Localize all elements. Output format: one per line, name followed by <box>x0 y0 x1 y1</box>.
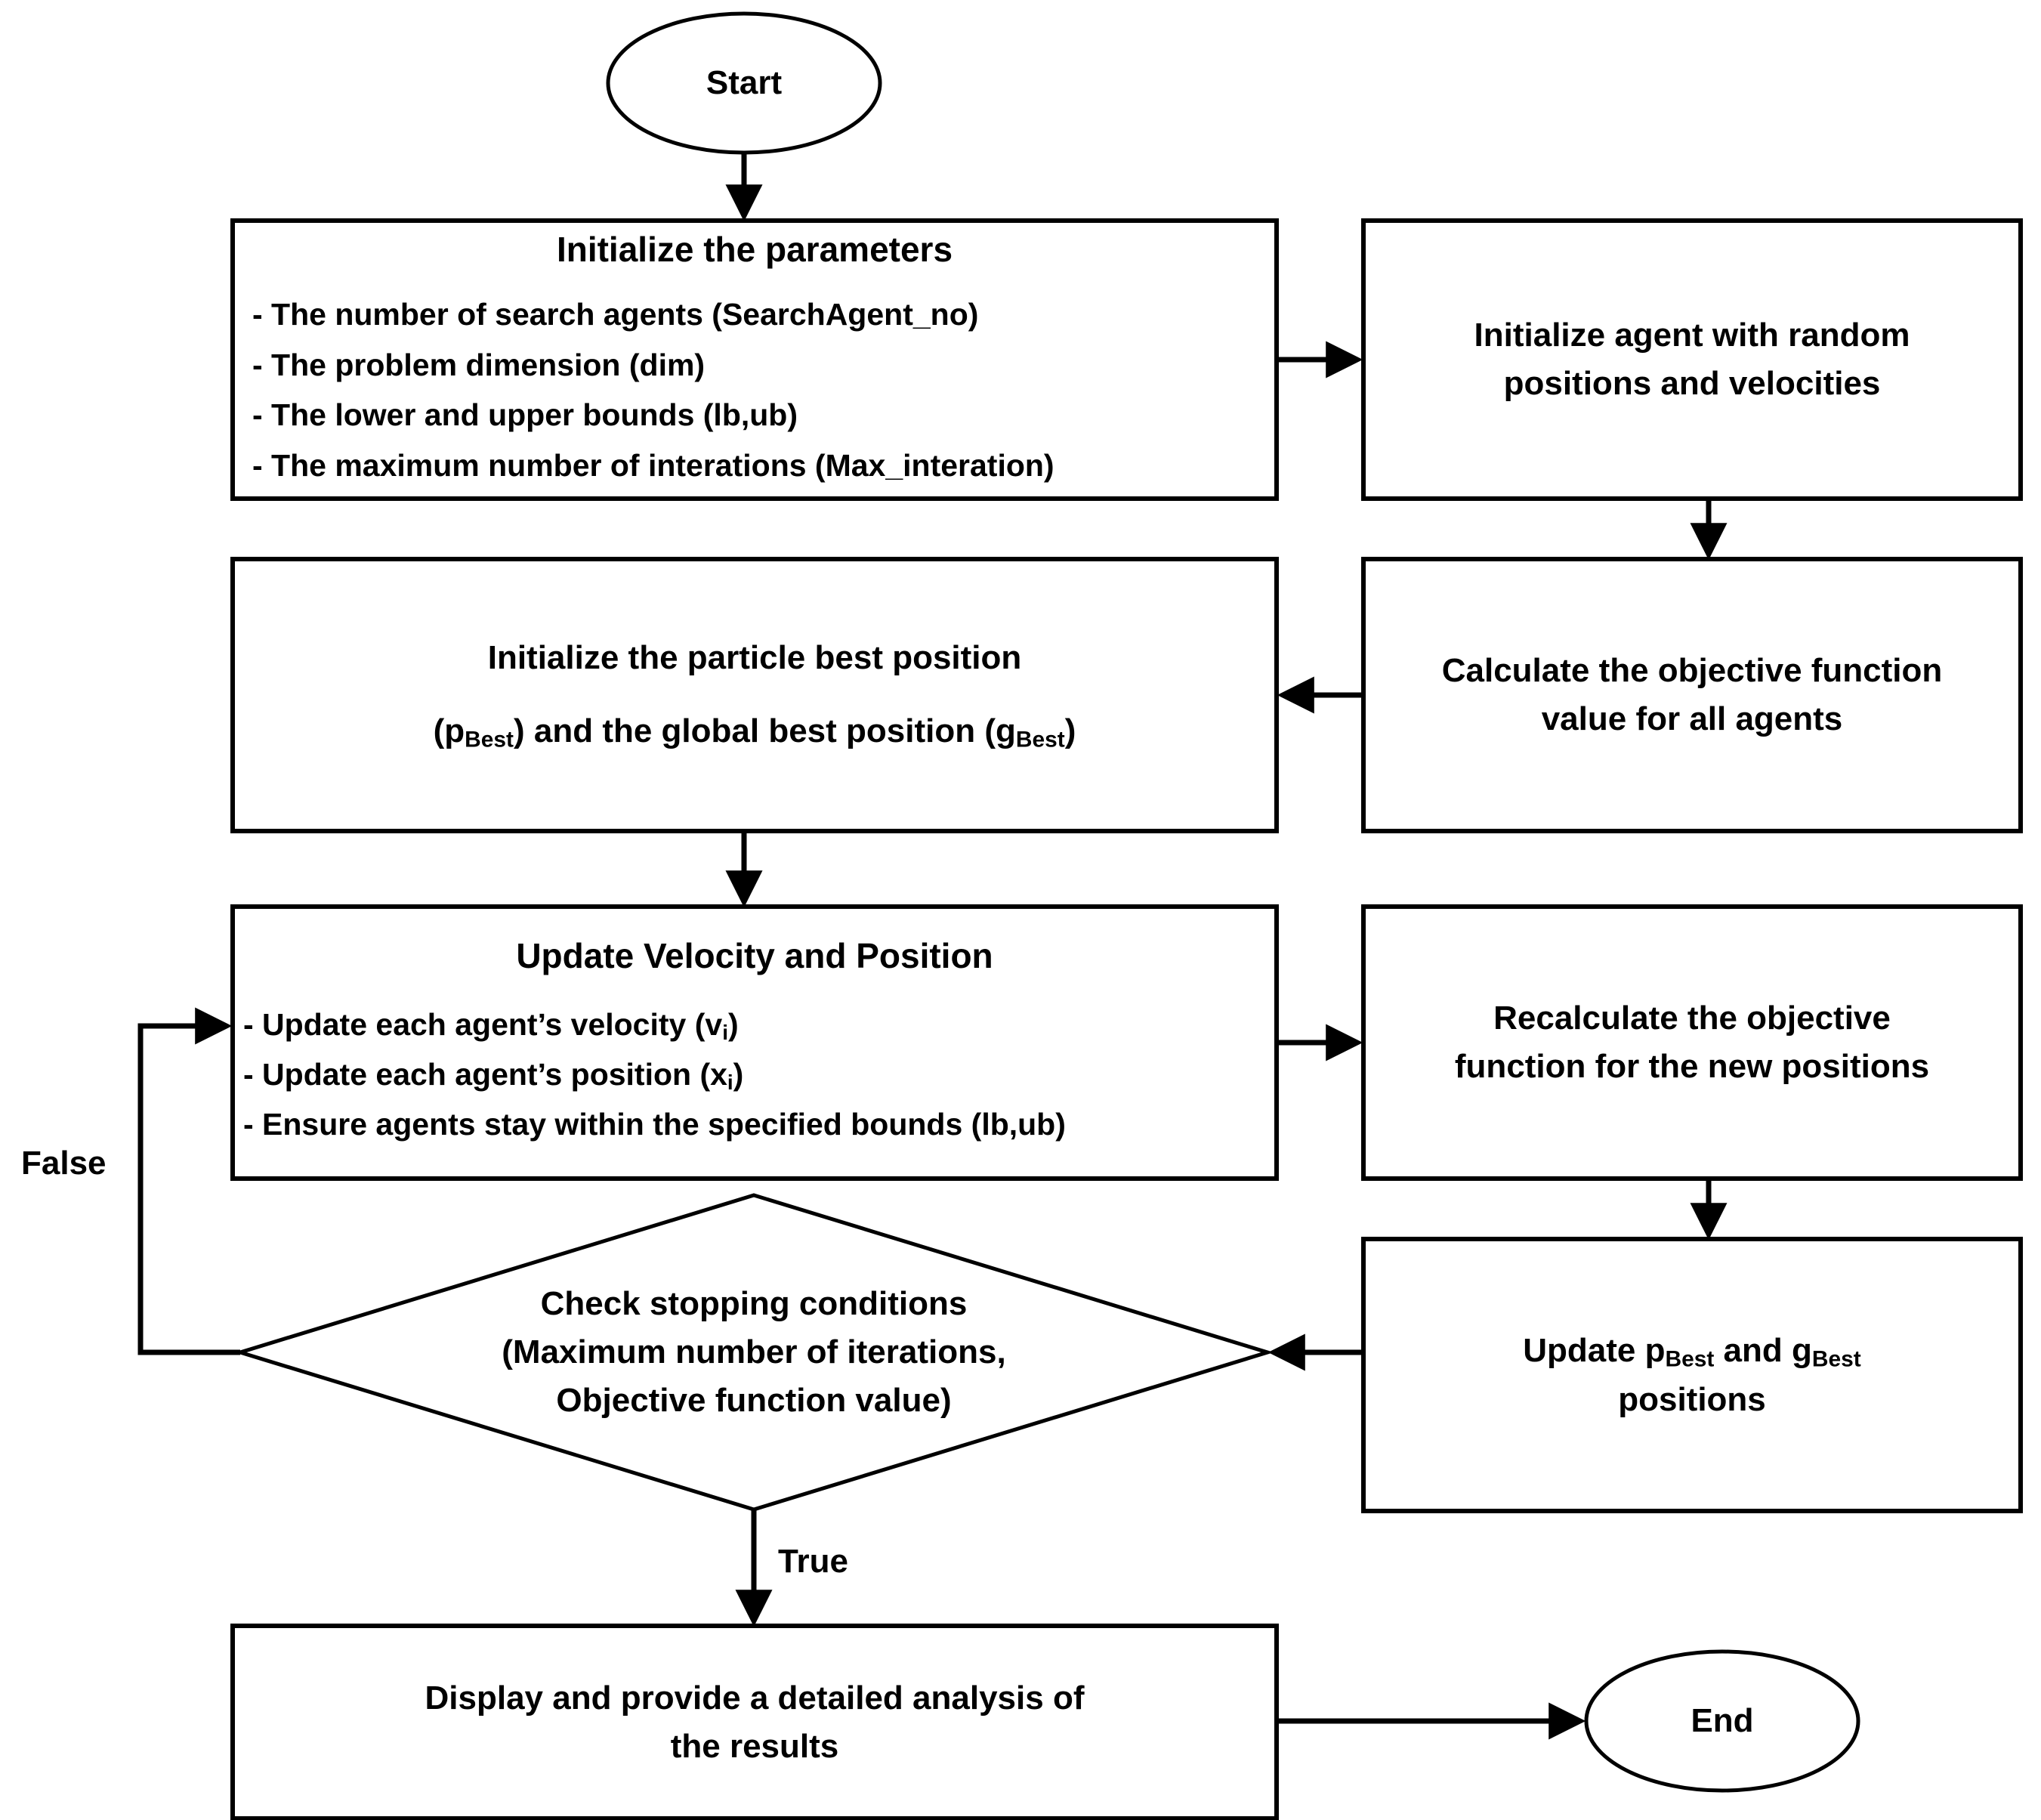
recalc-objective-box-shape <box>1361 904 2023 1181</box>
check-stopping-diamond-shape <box>233 1193 1274 1512</box>
init-agent-box-shape <box>1361 218 2023 501</box>
update-velocity-box-shape <box>230 904 1279 1181</box>
display-results-box-shape <box>230 1624 1279 1820</box>
init-params-box-shape <box>230 218 1279 501</box>
init-best-box-shape <box>230 557 1279 833</box>
start-terminator-shape <box>606 11 882 155</box>
end-terminator-shape <box>1584 1649 1860 1793</box>
update-best-box-shape <box>1361 1237 2023 1513</box>
edge-false-loop-back-to-update-velocity <box>137 1007 240 1355</box>
calc-objective-box-shape <box>1361 557 2023 833</box>
